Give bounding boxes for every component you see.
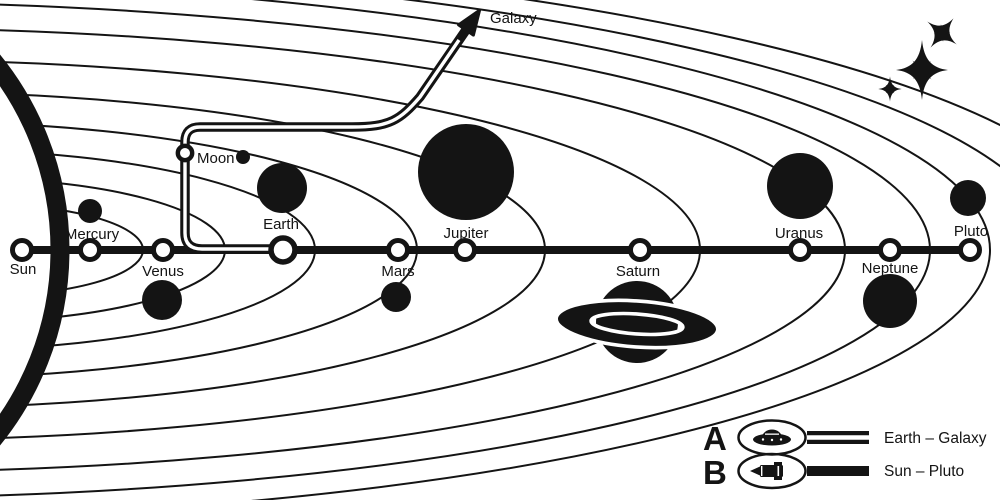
rocket-collar — [761, 466, 763, 476]
planet-mercury — [78, 199, 102, 223]
legend-route-b: Sun – Pluto — [884, 463, 964, 480]
outer-orbit-arc — [522, 0, 1000, 127]
label-venus: Venus — [142, 263, 184, 280]
stations — [10, 143, 982, 265]
station-moon — [175, 143, 195, 163]
station-mars — [386, 238, 410, 262]
legend-ellipse-b — [737, 452, 807, 490]
route-earth-galaxy — [180, 8, 482, 254]
planets — [78, 124, 986, 363]
outer-orbit-arc — [402, 0, 1000, 168]
station-jupiter — [453, 238, 477, 262]
label-jupiter: Jupiter — [443, 225, 488, 242]
planet-venus — [142, 280, 182, 320]
route-core — [183, 39, 461, 251]
station-mercury — [78, 238, 102, 262]
stars — [878, 18, 957, 102]
legend: A Earth – Galaxy B — [703, 419, 987, 491]
label-mercury: Mercury — [65, 226, 120, 243]
sparkle-diag — [885, 84, 895, 94]
label-pluto: Pluto — [954, 223, 988, 240]
saturn-rings — [554, 298, 720, 350]
label-mars: Mars — [381, 263, 414, 280]
sparkle-star-large — [896, 40, 948, 100]
ufo-dome-stripe — [765, 433, 779, 435]
station-sun — [10, 238, 34, 262]
legend-route-a: Earth – Galaxy — [884, 430, 987, 447]
legend-key-a: A — [703, 420, 727, 457]
moon-dot — [236, 150, 250, 164]
planet-pluto — [950, 180, 986, 216]
station-saturn — [628, 238, 652, 262]
sparkle-star-small — [878, 76, 902, 102]
ufo-icon — [753, 429, 791, 446]
planet-mars — [381, 282, 411, 312]
label-galaxy: Galaxy — [490, 10, 537, 27]
sparkle-star-top — [927, 18, 957, 48]
rocket-icon — [750, 462, 783, 480]
ufo-light — [770, 438, 774, 442]
label-neptune: Neptune — [862, 260, 919, 277]
planet-saturn — [554, 281, 720, 363]
station-labels: Sun Mercury Venus Earth Mars Jupiter Sat… — [10, 10, 988, 280]
planet-neptune — [863, 274, 917, 328]
planet-uranus — [767, 153, 833, 219]
rocket-nub-bottom — [774, 476, 782, 480]
rocket-nub-top — [774, 462, 782, 466]
sparkle-diag — [912, 60, 932, 80]
station-venus — [151, 238, 175, 262]
station-pluto — [958, 238, 982, 262]
sparkle-diag — [933, 24, 951, 42]
rocket-nose — [750, 466, 760, 476]
station-uranus — [788, 238, 812, 262]
station-neptune — [878, 238, 902, 262]
legend-key-b: B — [703, 454, 727, 491]
ufo-light — [761, 438, 765, 441]
rocket-stripe — [777, 466, 780, 476]
rocket-body — [760, 465, 783, 477]
arrowhead-icon — [457, 8, 482, 37]
label-moon: Moon — [197, 150, 235, 167]
label-saturn: Saturn — [616, 263, 660, 280]
label-earth: Earth — [263, 216, 299, 233]
saturn-body — [596, 281, 678, 363]
legend-row-b: B Sun – Pluto — [703, 452, 964, 491]
route-outline — [180, 27, 470, 254]
planet-jupiter — [418, 124, 514, 220]
legend-row-a: A Earth – Galaxy — [703, 419, 987, 457]
planet-earth — [257, 163, 307, 213]
ufo-light — [779, 438, 783, 441]
label-uranus: Uranus — [775, 225, 823, 242]
label-sun: Sun — [10, 261, 37, 278]
station-earth — [268, 235, 298, 265]
